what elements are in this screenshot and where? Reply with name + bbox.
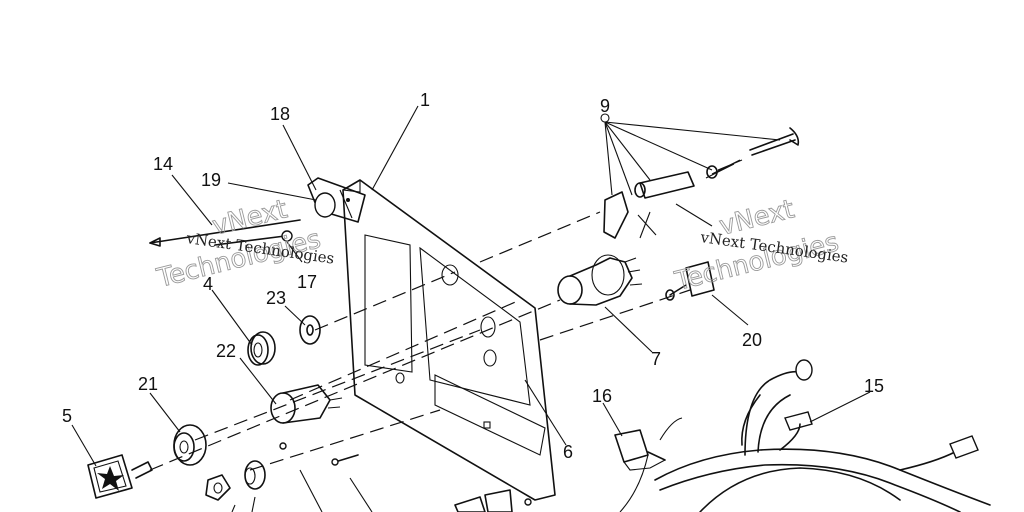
lower-hardware xyxy=(205,442,532,512)
callout-9: 9 xyxy=(600,96,610,116)
watermark-left: vNext Technologies vNext Technologies xyxy=(153,194,335,295)
switch-body xyxy=(270,384,343,424)
callout-19: 19 xyxy=(201,170,221,190)
toggle-switch xyxy=(665,261,715,301)
bezel-ring xyxy=(173,424,207,466)
callout-23: 23 xyxy=(266,288,286,308)
callout-22: 22 xyxy=(216,341,236,361)
callout-7: 7 xyxy=(651,349,661,369)
callout-4: 4 xyxy=(203,274,213,294)
callout-15: 15 xyxy=(864,376,884,396)
panel-bracket xyxy=(342,179,556,501)
latch-bracket xyxy=(307,177,366,223)
callout-labels: 1 18 19 14 17 4 23 22 21 5 6 7 20 15 16 … xyxy=(62,90,884,462)
relay xyxy=(614,417,683,512)
wiring-harness xyxy=(654,359,991,512)
ignition-switch xyxy=(557,254,643,306)
callout-6: 6 xyxy=(563,442,573,462)
indicator-lamp xyxy=(87,454,153,499)
nut xyxy=(247,331,276,366)
callout-21: 21 xyxy=(138,374,158,394)
callout-14: 14 xyxy=(153,154,173,174)
callout-16: 16 xyxy=(592,386,612,406)
choke-cable xyxy=(600,113,800,239)
washer xyxy=(299,315,321,345)
callout-1: 1 xyxy=(420,90,430,110)
callout-20: 20 xyxy=(742,330,762,350)
pins xyxy=(149,219,301,247)
callout-17: 17 xyxy=(297,272,317,292)
watermark-right: vNext Technologies vNext Technologies xyxy=(671,194,849,298)
callout-5: 5 xyxy=(62,406,72,426)
callout-18: 18 xyxy=(270,104,290,124)
leader-lines xyxy=(71,105,871,467)
